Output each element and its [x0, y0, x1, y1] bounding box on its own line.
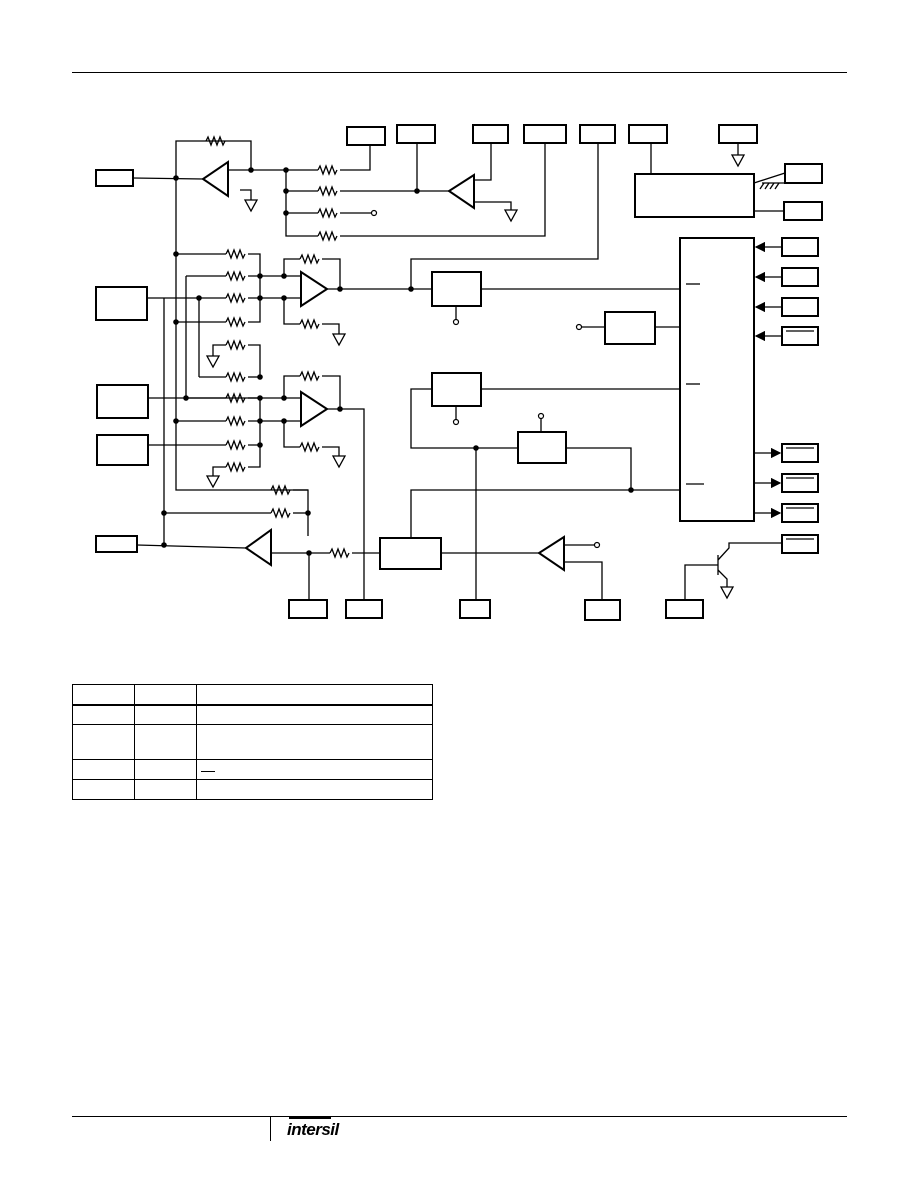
table-cell: [72, 759, 135, 780]
table-cell: [196, 724, 433, 760]
table-cell: [134, 724, 197, 760]
pin-box-left-2: [95, 286, 148, 321]
mid-block-2: [604, 311, 656, 345]
intersil-logo: intersil: [287, 1117, 339, 1140]
pin-box-top-3: [472, 124, 509, 144]
pin-box-top-7: [718, 124, 758, 144]
pin-description-table: [72, 684, 433, 800]
pin-box-bottom-4: [584, 599, 621, 621]
op-amp-bottom-left: [244, 528, 272, 567]
pin-box-right-1: [784, 163, 823, 184]
pin-box-top-6: [628, 124, 668, 144]
pin-box-right-5: [781, 297, 819, 317]
pin-box-top-4: [523, 124, 567, 144]
pin-box-bottom-3: [459, 599, 491, 619]
op-amp-right: [447, 173, 475, 210]
pin-box-right-10: [781, 534, 819, 554]
table-cell: [72, 684, 135, 706]
pin-box-right-9: [781, 503, 819, 523]
table-row: [72, 704, 433, 725]
junction-dots: [161, 167, 634, 556]
op-amp-mid-2: [300, 390, 329, 428]
table-cell: [196, 759, 433, 780]
op-amp-top: [201, 160, 229, 198]
logic-block: [679, 237, 755, 522]
pin-box-right-2: [783, 201, 823, 221]
pin-box-top-5: [579, 124, 616, 144]
op-amp-bottom-right: [537, 535, 565, 572]
mid-block-1: [431, 271, 482, 307]
resistors: [205, 135, 350, 559]
pin-box-top-1: [346, 126, 386, 146]
table-cell: [134, 759, 197, 780]
table-cell: [134, 779, 197, 800]
pin-box-left-1: [95, 169, 134, 187]
pin-box-top-2: [396, 124, 436, 144]
pin-box-right-6: [781, 326, 819, 346]
table-row: [72, 759, 433, 780]
pin-box-bottom-1: [288, 599, 328, 619]
open-terminals: [370, 209, 601, 549]
top-right-block: [634, 173, 755, 218]
footer-rule: [72, 1116, 847, 1117]
pin-box-bottom-2: [345, 599, 383, 619]
table-cell: [72, 704, 135, 725]
bottom-block: [379, 537, 442, 570]
table-row: [72, 779, 433, 800]
table-cell: [134, 684, 197, 706]
block-diagram: [95, 124, 823, 621]
overline-mark: [201, 771, 215, 772]
header-rule: [72, 72, 847, 73]
op-amp-mid-1: [300, 270, 329, 308]
ground-symbols: [205, 154, 785, 600]
transistor: [684, 542, 782, 600]
pin-box-right-7: [781, 443, 819, 463]
table-cell: [196, 779, 433, 800]
pin-box-right-3: [781, 237, 819, 257]
pin-box-bottom-5: [665, 599, 704, 619]
pin-box-left-5: [95, 535, 138, 553]
mid-block-3: [431, 372, 482, 407]
pin-box-right-4: [781, 267, 819, 287]
table-cell: [196, 704, 433, 725]
pin-box-right-8: [781, 473, 819, 493]
footer-divider: [270, 1117, 271, 1141]
table-cell: [72, 779, 135, 800]
table-cell: [196, 684, 433, 706]
pin-box-left-4: [96, 434, 149, 466]
table-header-row: [72, 684, 433, 706]
mid-block-4: [517, 431, 567, 464]
table-cell: [72, 724, 135, 760]
pin-box-left-3: [96, 384, 149, 419]
table-row: [72, 724, 433, 760]
table-cell: [134, 704, 197, 725]
